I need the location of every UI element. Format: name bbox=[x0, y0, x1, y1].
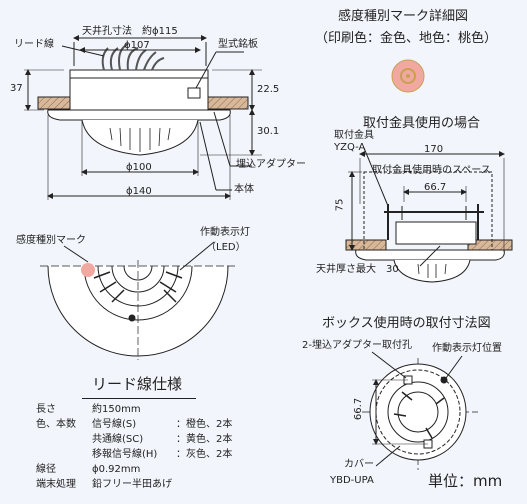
width-170-dimension: 170 bbox=[424, 144, 444, 155]
bracket-model: YZQ-A bbox=[334, 142, 366, 153]
width-66-7-dimension: 66.7 bbox=[424, 182, 447, 193]
lead-wire-label: リード線 bbox=[14, 39, 54, 50]
spec-row-value: 約150mm bbox=[92, 404, 141, 415]
spec-row-label: 長さ bbox=[36, 404, 56, 415]
side-view bbox=[24, 35, 262, 200]
adapter-hole-label: 2-埋込アダプター取付孔 bbox=[302, 340, 412, 351]
lead-spec-title: リード線仕様 bbox=[92, 375, 183, 393]
box-title: ボックス使用時の取付寸法図 bbox=[322, 316, 491, 331]
body-label: 本体 bbox=[234, 184, 254, 195]
spec-row-value: 共通線(SC) bbox=[92, 434, 144, 445]
fitting-space-label: 取付金具使用時のスペース bbox=[372, 165, 491, 176]
height-75-dimension: 75 bbox=[334, 198, 346, 212]
height-66-7-dimension: 66.7 bbox=[353, 397, 365, 421]
ceiling-hole-dimension: 天井孔寸法 約ϕ115 bbox=[82, 26, 178, 37]
height-30-1-dimension: 30.1 bbox=[257, 126, 280, 137]
led-position-label: 作動表示灯位置 bbox=[432, 343, 502, 354]
spec-row-value: 信号線(S) bbox=[92, 419, 137, 430]
spec-row-label: 色、本数 bbox=[36, 419, 76, 430]
mark-detail-title: 感度種別マーク詳細図 bbox=[338, 9, 469, 24]
mark-detail-subtitle: （印刷色：金色、地色：桃色） bbox=[315, 31, 498, 46]
sensitivity-mark-label: 感度種別マーク bbox=[16, 235, 86, 246]
spec-row-color: ：灰色、2本 bbox=[176, 449, 233, 460]
spec-row-label: 端末処理 bbox=[36, 479, 76, 490]
nameplate-label: 型式銘板 bbox=[218, 39, 258, 50]
spec-row-value: 鉛フリー半田あげ bbox=[92, 479, 172, 490]
spec-row-value: 移報信号線(H) bbox=[92, 449, 158, 460]
adapter-label: 埋込アダプター bbox=[236, 159, 306, 170]
dia-100-dimension: ϕ100 bbox=[126, 162, 152, 173]
box-view bbox=[362, 351, 478, 470]
ceiling-thickness-label: 天井厚さ最大 30 bbox=[316, 264, 399, 275]
dia-107-dimension: ϕ107 bbox=[124, 40, 150, 51]
unit-label: 単位：mm bbox=[428, 472, 503, 490]
sensitivity-mark bbox=[391, 59, 425, 93]
bracket-label: 取付金具 bbox=[334, 130, 374, 141]
cover-model: YBD-UPA bbox=[330, 475, 374, 486]
led-sub-label: （LED） bbox=[206, 242, 246, 253]
dia-140-dimension: ϕ140 bbox=[126, 186, 152, 197]
bottom-view bbox=[40, 241, 236, 360]
fitting-title: 取付金具使用の場合 bbox=[363, 116, 481, 131]
led-label: 作動表示灯 bbox=[200, 227, 250, 238]
spec-row-value: ϕ0.92mm bbox=[92, 464, 141, 475]
spec-row-label: 線径 bbox=[36, 464, 56, 475]
cover-label: カバー bbox=[344, 459, 374, 470]
spec-row-color: ：橙色、2本 bbox=[176, 419, 233, 430]
spec-row-color: ：黄色、2本 bbox=[176, 434, 233, 445]
fitting-view bbox=[345, 147, 513, 283]
height-22-5-dimension: 22.5 bbox=[257, 84, 280, 95]
height-37-dimension: 37 bbox=[10, 83, 23, 94]
